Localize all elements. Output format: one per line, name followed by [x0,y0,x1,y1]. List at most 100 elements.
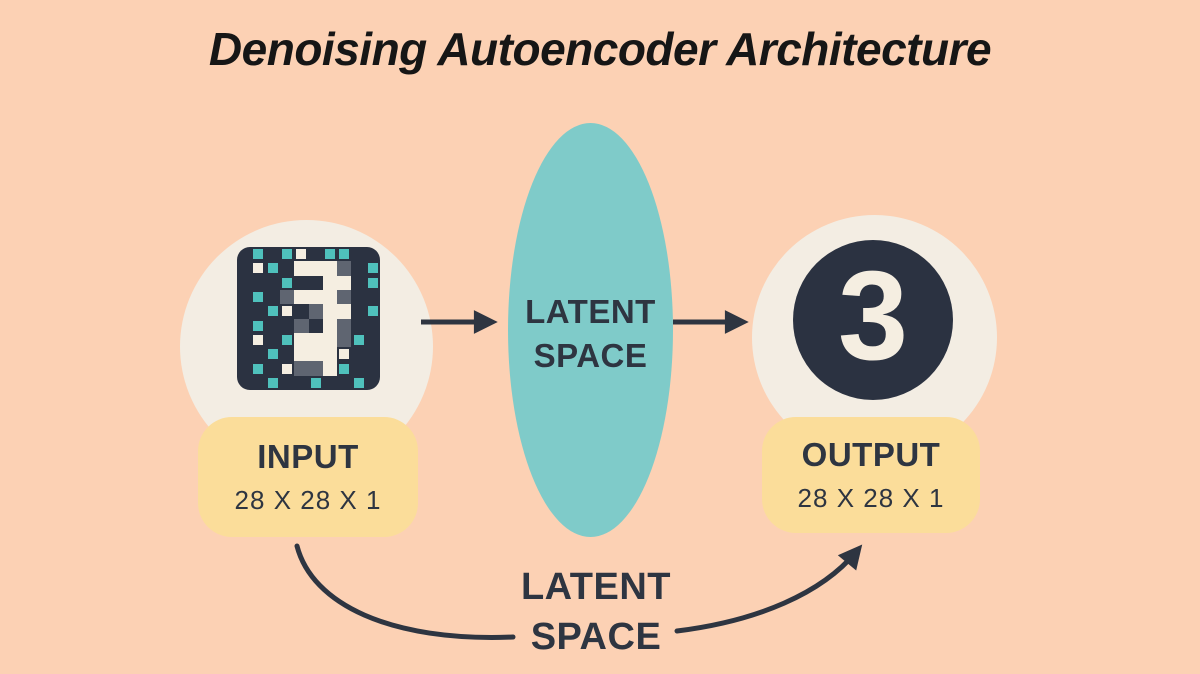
noise-pixel [366,361,380,375]
noise-pixel [237,333,251,347]
noise-pixel [351,347,365,361]
page-title: Denoising Autoencoder Architecture [208,23,992,75]
noise-pixel [266,376,280,390]
latent-bottom-line2: SPACE [530,616,662,658]
noise-pixel [366,247,380,261]
output-dimensions: 28 X 28 X 1 [797,483,945,513]
noise-pixel [322,261,338,276]
noise-pixel [251,290,265,304]
noise-pixel [337,361,351,375]
noise-pixel [337,247,351,261]
noise-pixel [266,361,280,375]
output-label: OUTPUT [801,436,941,473]
noise-pixel [251,276,265,290]
noise-pixel [294,361,309,376]
noise-pixel [337,347,351,361]
noise-pixel [280,347,294,361]
noise-pixel [266,347,280,361]
noise-pixel [294,276,308,290]
noise-pixel [351,261,365,275]
noise-pixel [337,275,352,290]
noise-pixel [280,376,294,390]
noise-pixel [351,333,365,347]
noisy-digit-image [237,247,380,390]
noise-pixel [280,361,294,375]
noise-pixel [266,261,280,275]
noise-pixel [251,261,265,275]
noise-pixel [279,289,295,305]
latent-space-ellipse: LATENT SPACE [508,123,673,537]
input-label: INPUT [257,438,359,475]
noise-pixel [337,289,352,305]
noise-pixel [366,319,380,333]
noise-pixel [280,247,294,261]
noise-pixel [294,376,308,390]
noise-pixel [294,318,309,333]
noise-pixel [280,304,294,318]
noise-pixel [280,319,294,333]
noise-pixel [337,304,352,319]
noise-pixel [366,376,380,390]
noise-pixel [251,247,265,261]
noise-pixel [266,276,280,290]
latent-bottom-line1: LATENT [520,566,672,608]
latent-ellipse-line2: SPACE [533,337,648,374]
noise-pixel [309,376,323,390]
noise-pixel [309,319,323,333]
noise-pixel [237,319,251,333]
noise-pixel [280,333,294,347]
noise-pixel [280,261,294,275]
noise-pixel [280,276,294,290]
latent-space-bottom-label: LATENT SPACE [444,562,748,662]
noise-pixel [266,319,280,333]
input-box: INPUT 28 X 28 X 1 [198,417,418,537]
noise-pixel [251,319,265,333]
noise-pixel [351,304,365,318]
noise-pixel [351,247,365,261]
noise-pixel [366,261,380,275]
noise-pixel [266,304,280,318]
noise-pixel [337,261,352,276]
noise-pixel [351,319,365,333]
noise-pixel [366,333,380,347]
latent-ellipse-line1: LATENT [525,293,656,330]
noise-pixel [251,333,265,347]
noise-pixel [251,376,265,390]
noise-pixel [351,376,365,390]
noise-pixel [337,318,352,333]
noise-pixel [366,276,380,290]
noise-pixel [323,376,337,390]
noise-pixel [237,376,251,390]
noise-pixel [351,290,365,304]
noise-pixel [322,289,338,305]
noise-pixel [294,332,309,348]
noise-pixel [251,304,265,318]
noise-pixel [322,275,338,290]
noise-pixel [237,361,251,375]
noise-pixel [351,276,365,290]
clean-digit-disc: 3 [793,240,953,400]
noise-pixel [251,347,265,361]
noise-pixel [308,289,323,305]
noise-pixel [322,361,338,376]
noise-pixel [237,347,251,361]
noise-pixel [309,276,323,290]
noise-pixel [322,347,338,362]
noise-pixel [251,361,265,375]
noise-pixel [237,247,251,261]
clean-digit: 3 [837,245,909,386]
noise-pixel [237,304,251,318]
noise-pixel [337,332,352,348]
noise-pixel [366,347,380,361]
noise-pixel [308,304,323,319]
noise-pixel [266,290,280,304]
noise-pixel [266,333,280,347]
noise-pixel [294,347,309,362]
noise-pixel [351,361,365,375]
noise-pixel [237,290,251,304]
noise-pixel [322,318,338,333]
noise-pixel [294,304,308,318]
noise-pixel [308,332,323,348]
noise-pixel [366,290,380,304]
